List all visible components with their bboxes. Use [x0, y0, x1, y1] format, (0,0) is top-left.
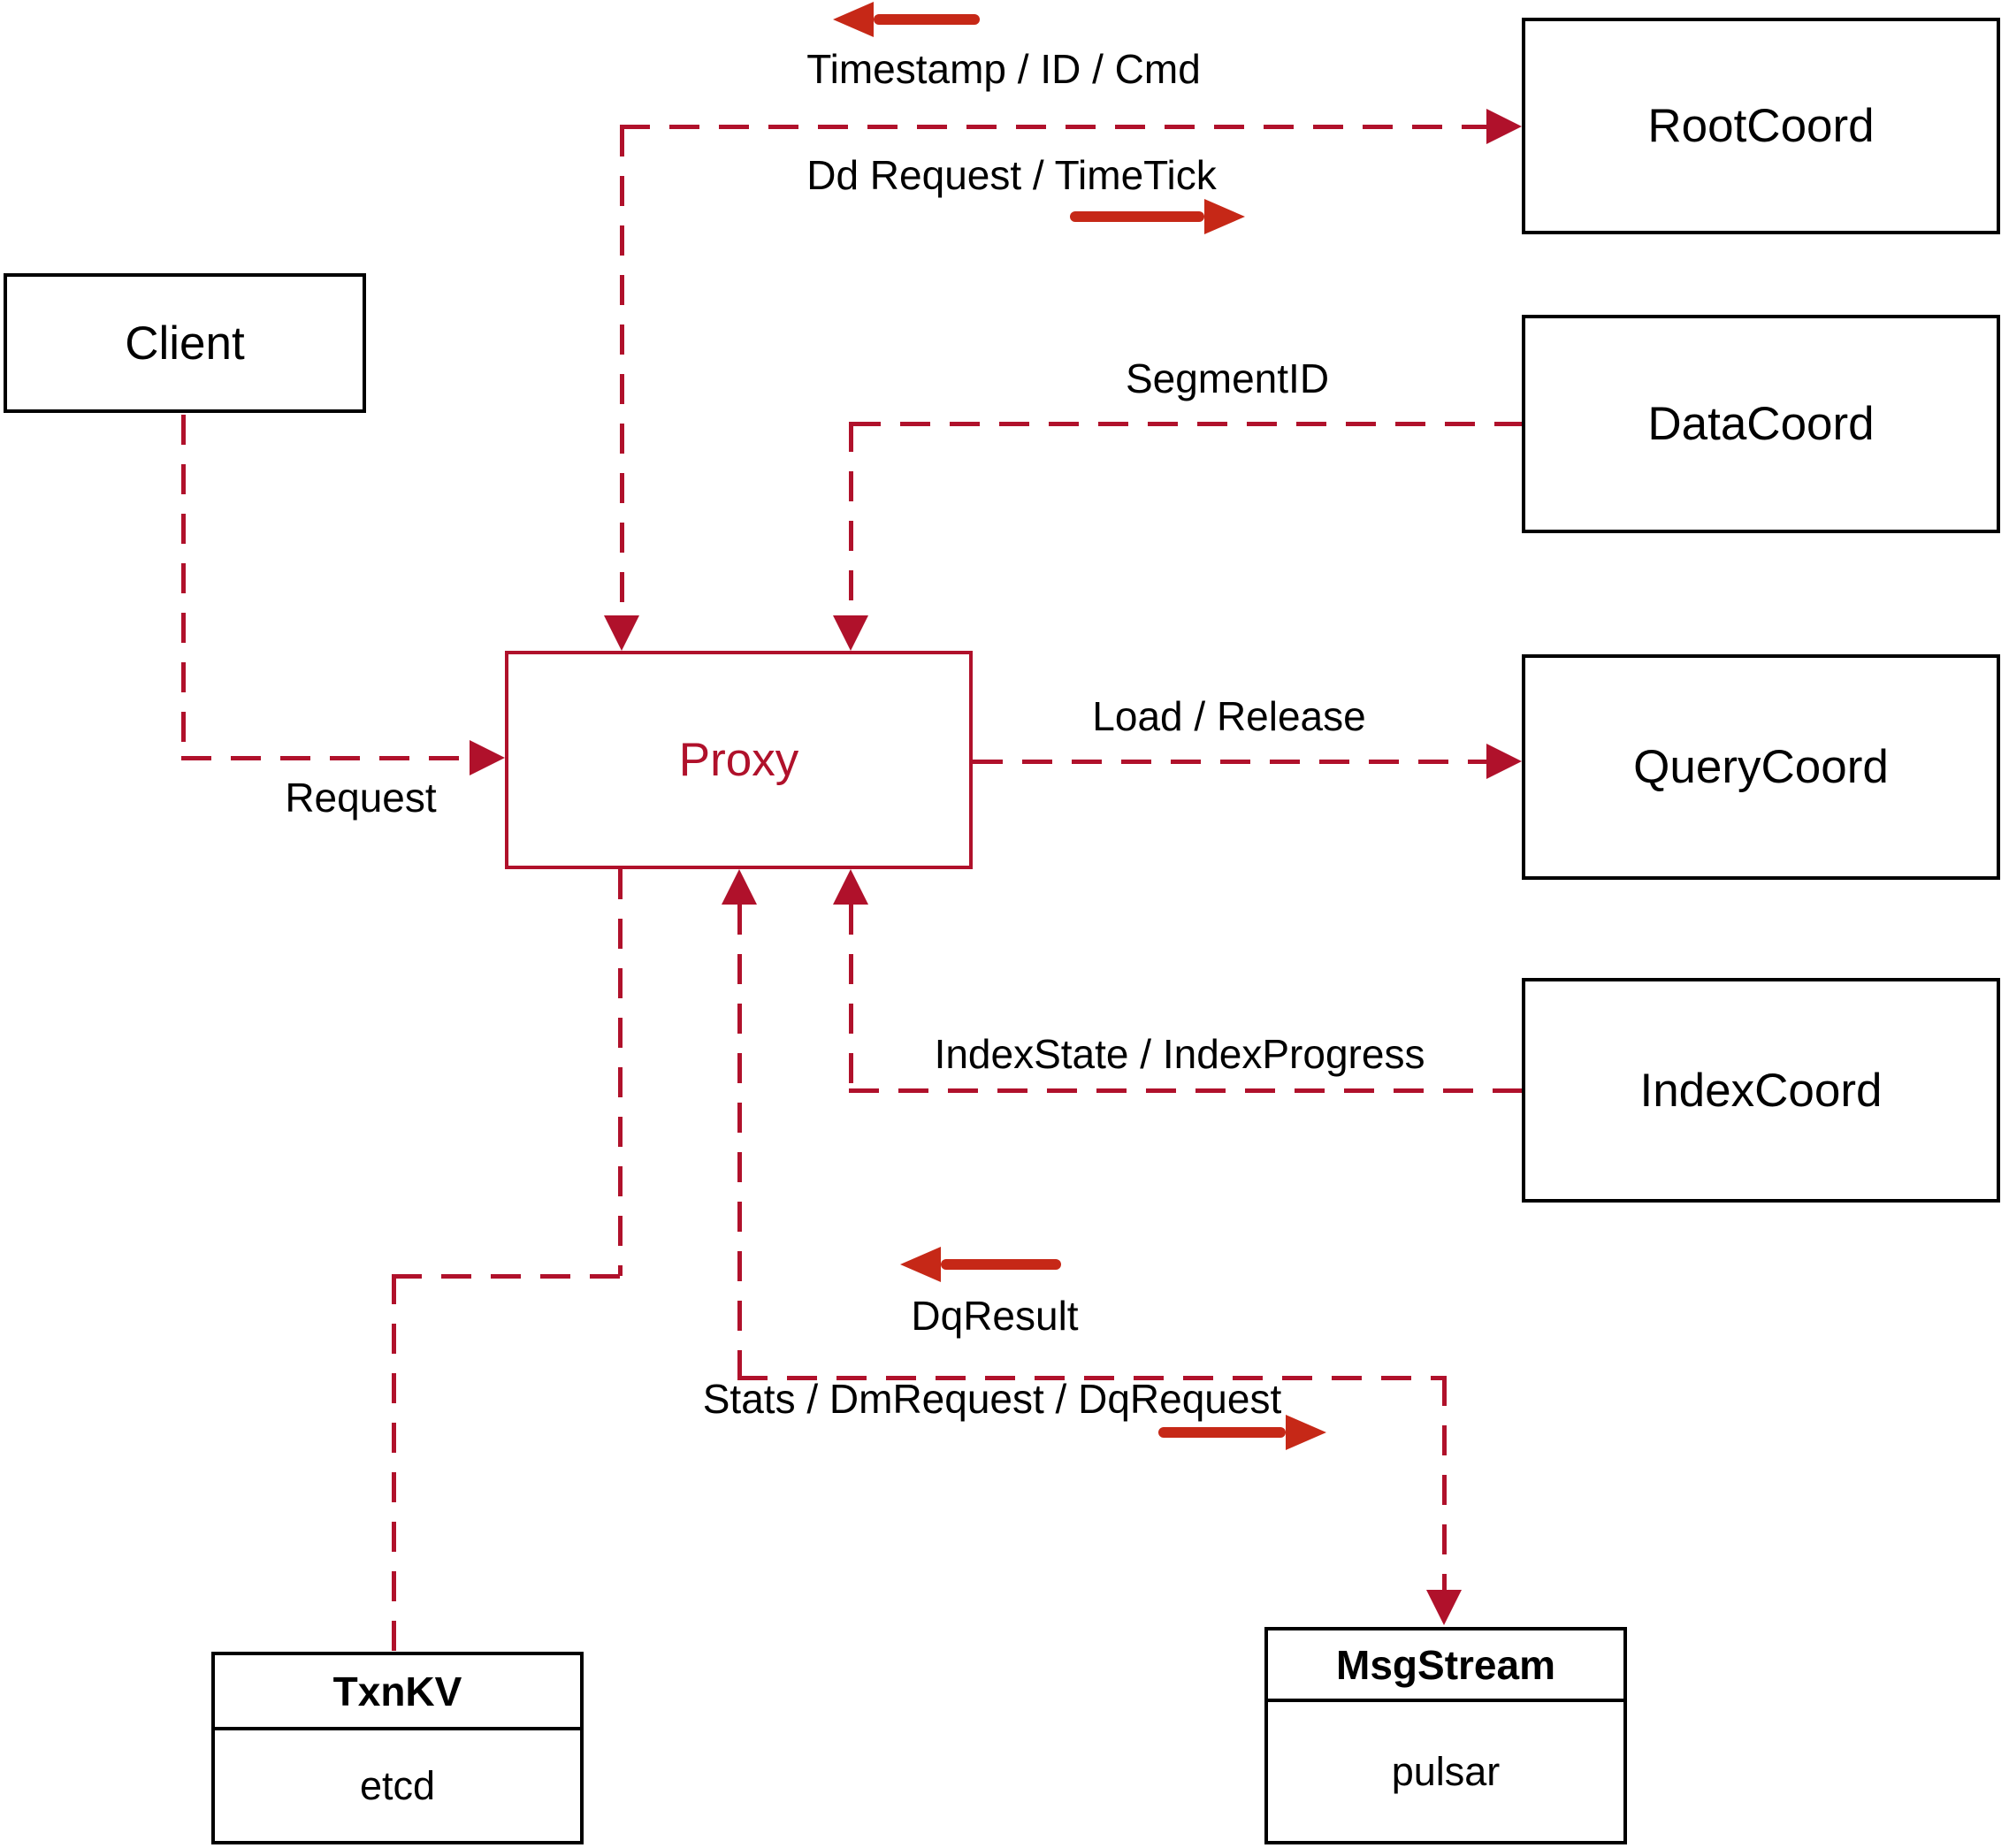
node-txnkv-title: TxnKV — [215, 1655, 580, 1730]
right-arrow-icon — [1070, 199, 1245, 234]
node-querycoord-label: QueryCoord — [1633, 741, 1889, 793]
edge-proxy-msgstream-horizontal — [737, 1376, 1446, 1380]
node-rootcoord: RootCoord — [1522, 18, 2000, 234]
node-msgstream: MsgStream pulsar — [1264, 1627, 1627, 1844]
edge-label-timestamp-id-cmd: Timestamp / ID / Cmd — [806, 46, 1201, 92]
left-arrow-icon — [900, 1247, 1061, 1282]
edge-label-dqresult: DqResult — [911, 1293, 1079, 1339]
node-indexcoord-label: IndexCoord — [1639, 1064, 1883, 1117]
node-msgstream-impl: pulsar — [1391, 1748, 1501, 1794]
left-arrow-icon — [833, 2, 980, 37]
node-proxy: Proxy — [505, 651, 973, 869]
arrowhead-into-proxy-bottom-right-icon — [833, 869, 868, 905]
arrowhead-into-proxy-top-left-icon — [604, 615, 639, 651]
edge-indexcoord-proxy-horizontal — [849, 1088, 1522, 1093]
arrowhead-into-rootcoord-icon — [1486, 109, 1522, 144]
edge-proxy-txnkv-vertical1 — [618, 869, 623, 1276]
edge-datacoord-proxy-horizontal — [851, 422, 1522, 426]
edge-proxy-rootcoord-horizontal — [620, 125, 1486, 129]
edge-label-dd-request-timetick: Dd Request / TimeTick — [806, 152, 1217, 198]
edge-client-proxy-vertical — [181, 415, 186, 758]
node-proxy-label: Proxy — [678, 734, 799, 786]
edge-datacoord-proxy-vertical — [849, 422, 853, 615]
edge-indexcoord-proxy-vertical — [849, 905, 853, 1090]
edge-label-stats: Stats / DmRequest / DqRequest — [702, 1376, 1282, 1422]
edge-proxy-txnkv-horizontal — [392, 1274, 620, 1279]
edge-label-indexstate: IndexState / IndexProgress — [934, 1031, 1425, 1077]
arrowhead-into-proxy-top-right-icon — [833, 615, 868, 651]
edge-label-request: Request — [285, 775, 437, 821]
arrowhead-into-proxy-bottom-middle-icon — [722, 869, 757, 905]
node-msgstream-title: MsgStream — [1268, 1630, 1623, 1702]
node-datacoord: DataCoord — [1522, 315, 2000, 533]
edge-proxy-txnkv-vertical2 — [392, 1274, 396, 1652]
edge-proxy-msgstream-vertical1 — [737, 905, 742, 1378]
edge-proxy-msgstream-vertical2 — [1442, 1376, 1447, 1590]
node-datacoord-label: DataCoord — [1647, 398, 1875, 450]
node-txnkv: TxnKV etcd — [211, 1652, 584, 1844]
node-rootcoord-label: RootCoord — [1647, 100, 1875, 152]
arrowhead-into-msgstream-icon — [1426, 1590, 1462, 1625]
edge-client-proxy-horizontal — [181, 756, 470, 760]
node-client: Client — [4, 273, 366, 413]
arrowhead-into-proxy-left-icon — [470, 740, 505, 775]
right-arrow-icon — [1158, 1415, 1326, 1450]
edge-proxy-rootcoord-vertical — [620, 126, 624, 615]
node-indexcoord: IndexCoord — [1522, 978, 2000, 1203]
edge-label-load-release: Load / Release — [1092, 693, 1366, 739]
arrowhead-into-querycoord-icon — [1486, 744, 1522, 779]
edge-proxy-querycoord-horizontal — [973, 760, 1486, 764]
edge-label-segmentid: SegmentID — [1125, 355, 1330, 401]
node-client-label: Client — [125, 317, 245, 370]
node-txnkv-impl: etcd — [359, 1762, 436, 1808]
node-querycoord: QueryCoord — [1522, 654, 2000, 880]
